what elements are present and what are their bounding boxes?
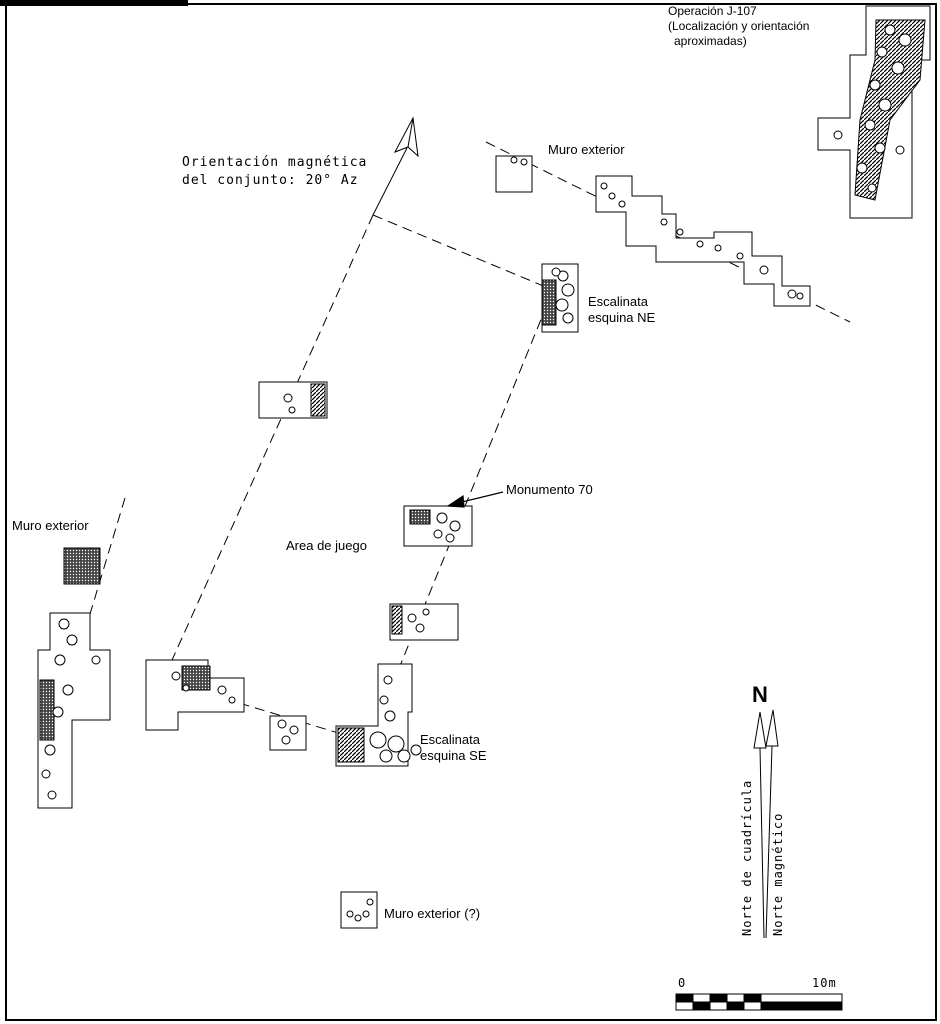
excavation-east-middle [389, 603, 459, 641]
escalinata-ne-label: Escalinata esquina NE [588, 294, 655, 326]
southwest-corner-trench [145, 659, 307, 751]
muro-exterior-west-block [63, 547, 101, 585]
orientation-arrow [372, 116, 419, 216]
area-de-juego-label: Area de juego [286, 538, 367, 553]
operation-note-line1: (Localización y orientación [668, 19, 810, 33]
operation-title: Operación J-107 [668, 4, 757, 18]
escalinata-se-line1: Escalinata [420, 732, 480, 747]
operation-note-line2: aproximadas) [674, 34, 747, 48]
escalinata-ne-excavation [541, 263, 579, 333]
orientation-line1: Orientación magnética [182, 155, 368, 170]
orientation-label: Orientación magnética del conjunto: 20° … [182, 154, 367, 190]
scale-end-label: 10m [812, 976, 837, 990]
north-letter: N [752, 682, 768, 707]
monumento-leader [446, 491, 504, 508]
scale-bar [675, 993, 843, 1011]
norte-magnetico-label: Norte magnético [771, 812, 785, 936]
escalinata-se-excavation [335, 663, 422, 767]
scale-start-label: 0 [678, 976, 687, 990]
muro-exterior-uncertain-label: Muro exterior (?) [384, 906, 481, 921]
corner-bar [0, 0, 188, 6]
escalinata-ne-line2: esquina NE [588, 310, 656, 325]
map-frame [5, 3, 937, 1021]
monumento-70-label: Monumento 70 [506, 482, 593, 497]
norte-cuadricula-label: Norte de cuadrícula [740, 779, 754, 936]
muro-exterior-ne [495, 155, 811, 307]
muro-exterior-west-label: Muro exterior [12, 518, 89, 533]
escalinata-se-line2: esquina SE [420, 748, 487, 763]
orientation-line2: del conjunto: 20° Az [182, 173, 359, 188]
muro-exterior-ne-label: Muro exterior [548, 142, 625, 157]
muro-exterior-uncertain [340, 891, 378, 929]
operation-label: Operación J-107 (Localización y orientac… [668, 4, 809, 49]
escalinata-se-label: Escalinata esquina SE [420, 732, 487, 764]
north-arrows [753, 709, 779, 939]
operation-j107-excavation [817, 5, 931, 219]
west-long-trench [37, 612, 111, 809]
monumento-70-excavation [403, 505, 473, 547]
excavation-west-square [258, 381, 328, 419]
escalinata-ne-line1: Escalinata [588, 294, 648, 309]
